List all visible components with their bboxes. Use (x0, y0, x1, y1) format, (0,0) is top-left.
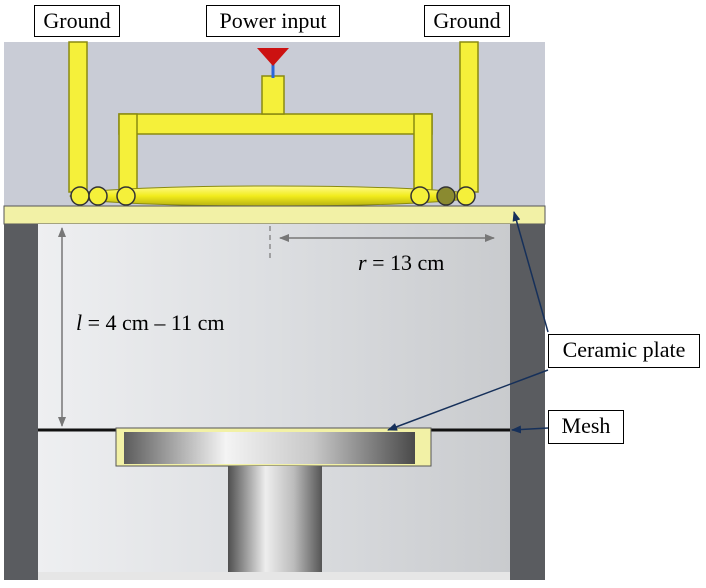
power-feed-stub (261, 75, 285, 115)
chamber-floor (38, 572, 510, 580)
chamber-wall-right (510, 224, 545, 580)
ground-post-right (459, 41, 479, 193)
ceramic-pointer-bottom (387, 369, 549, 431)
ceramic-plate-label: Ceramic plate (548, 334, 700, 368)
radius-value: = 13 cm (366, 250, 445, 275)
ceramic-top-plate (3, 205, 546, 225)
pedestal (228, 466, 322, 580)
antenna-leg-left (118, 113, 138, 197)
radius-variable: r (358, 250, 367, 275)
ground-left-label: Ground (34, 5, 120, 37)
length-label: l = 4 cm – 11 cm (76, 310, 224, 336)
antenna-top-bar (118, 113, 433, 135)
ground-right-label: Ground (424, 5, 510, 37)
ring-end-right-1 (410, 186, 430, 206)
ring-end-left-3 (116, 186, 136, 206)
power-feed-port (257, 48, 289, 66)
mesh-pointer (511, 425, 549, 434)
substrate-holder-top (124, 432, 415, 464)
ring-end-right-3 (456, 186, 476, 206)
radius-label: r = 13 cm (358, 250, 444, 276)
ring-end-left-1 (70, 186, 90, 206)
mesh-label: Mesh (548, 410, 624, 444)
chamber-wall-left (4, 224, 38, 580)
length-variable: l (76, 310, 83, 335)
length-value: = 4 cm – 11 cm (82, 310, 225, 335)
ceramic-pointer-top (512, 211, 549, 333)
ring-end-right-2 (436, 186, 456, 206)
ground-post-left (68, 41, 88, 193)
power-input-label: Power input (206, 5, 340, 37)
ring-end-left-2 (88, 186, 108, 206)
antenna-leg-right (413, 113, 433, 197)
